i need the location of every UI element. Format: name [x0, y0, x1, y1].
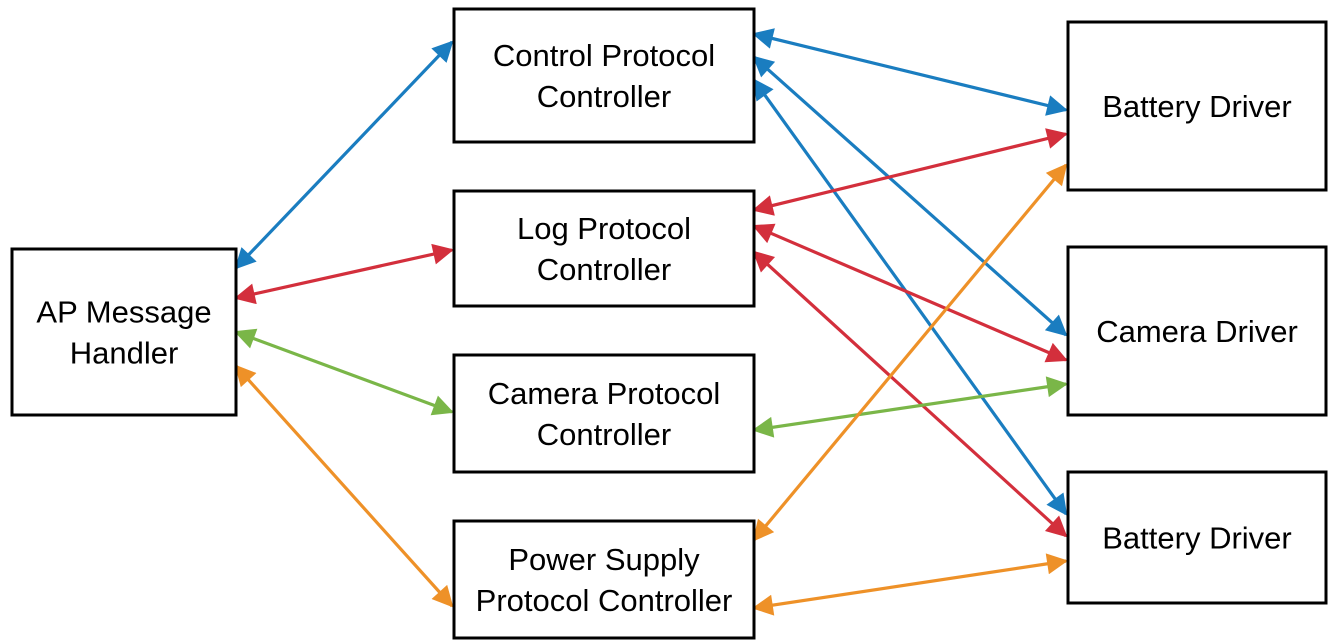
battery-driver-bottom-node: Battery Driver	[1066, 470, 1328, 605]
ap-message-handler-box	[10, 247, 238, 417]
power-supply-protocol-controller-box	[452, 519, 756, 640]
battery-driver-bottom-box	[1066, 470, 1328, 605]
arrow-power-to-battery-top	[752, 163, 1068, 542]
camera-driver-label-line-1: Camera Driver	[1096, 314, 1298, 349]
camera-driver-box	[1066, 245, 1328, 417]
control-protocol-controller-box	[452, 7, 756, 144]
battery-driver-top-label-line-1: Battery Driver	[1102, 89, 1291, 124]
camera-driver-node: Camera Driver	[1066, 245, 1328, 417]
arrow-camera-pc-to-camera-drv	[751, 376, 1069, 438]
battery-driver-top-node: Battery Driver	[1066, 20, 1328, 192]
arrow-power-to-battery-bottom	[751, 553, 1069, 616]
power-supply-protocol-controller-label-line-1: Power Supply	[508, 542, 700, 577]
ap-message-handler-label-line-2: Handler	[70, 336, 179, 371]
edges-layer	[233, 28, 1069, 616]
log-protocol-controller-label-line-1: Log Protocol	[517, 211, 691, 246]
ap-message-handler-label-line-1: AP Message	[36, 295, 211, 330]
arrow-ap-to-power	[234, 364, 454, 608]
arrow-ap-to-log	[233, 243, 455, 305]
battery-driver-top-box	[1066, 20, 1328, 192]
log-protocol-controller-box	[452, 189, 756, 308]
power-supply-protocol-controller-label-line-2: Protocol Controller	[476, 583, 733, 618]
camera-protocol-controller-label-line-2: Controller	[537, 417, 671, 452]
battery-driver-bottom-label-line-1: Battery Driver	[1102, 521, 1291, 556]
control-protocol-controller-label-line-2: Controller	[537, 79, 671, 114]
control-protocol-controller-label-line-1: Control Protocol	[493, 38, 715, 73]
arrow-ap-to-control	[234, 40, 454, 270]
log-protocol-controller-label-line-2: Controller	[537, 252, 671, 287]
camera-protocol-controller-label-line-1: Camera Protocol	[488, 376, 721, 411]
camera-protocol-controller-box	[452, 353, 756, 474]
